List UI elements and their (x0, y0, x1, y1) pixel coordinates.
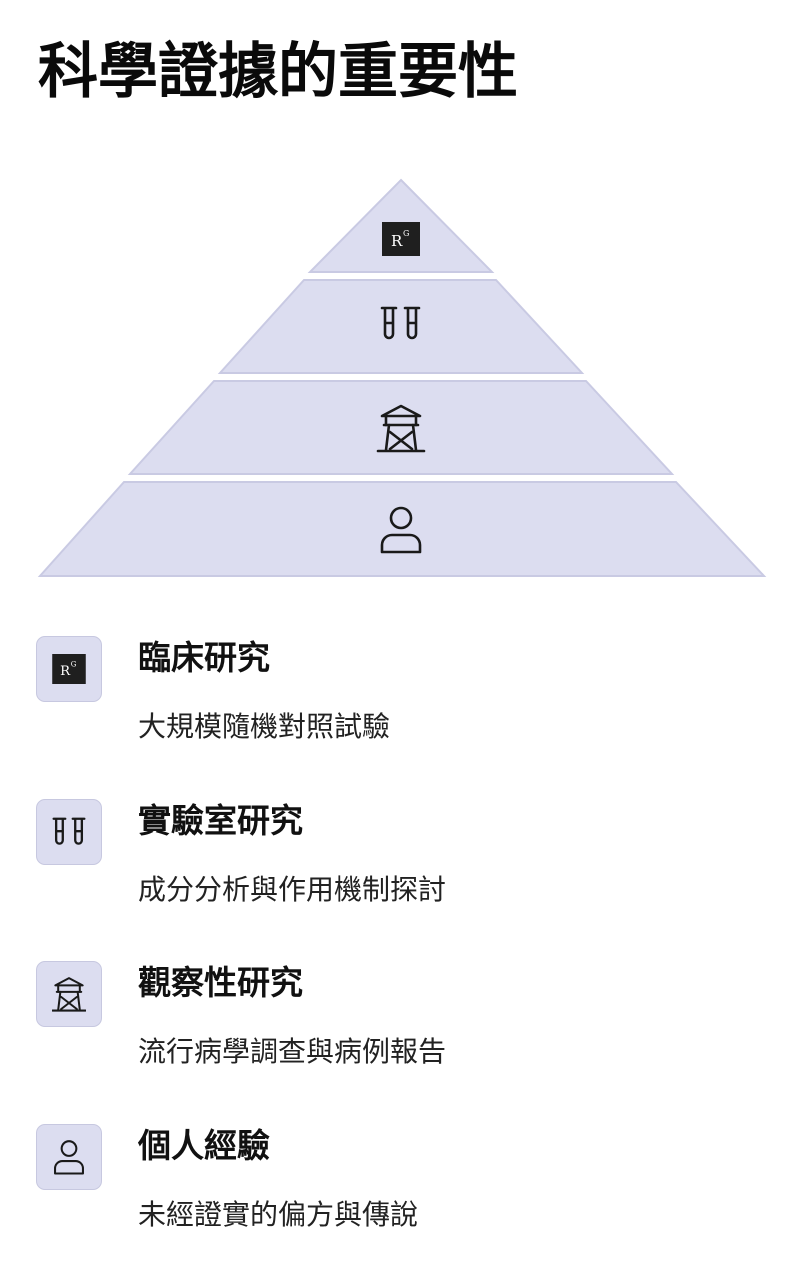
person-icon (380, 506, 422, 554)
legend-title: 個人經驗 (138, 1126, 270, 1165)
legend-title: 臨床研究 (138, 638, 270, 677)
svg-text:G: G (71, 659, 77, 668)
evidence-pyramid: R G (37, 178, 767, 577)
watchtower-icon (52, 977, 86, 1012)
page-title: 科學證據的重要性 (38, 37, 518, 107)
svg-text:G: G (403, 229, 409, 238)
pyramid-tier-shape (217, 279, 585, 374)
legend-description: 未經證實的偏方與傳說 (138, 1198, 419, 1231)
legend-description: 大規模隨機對照試驗 (138, 710, 391, 743)
legend-icon-box (36, 961, 102, 1027)
legend-title: 觀察性研究 (138, 963, 303, 1002)
rg-badge-icon: R G (382, 222, 420, 256)
pyramid-tier-laboratory (217, 279, 585, 374)
pyramid-tier-clinical: R G (307, 178, 495, 273)
legend-item-laboratory: 實驗室研究 成分分析與作用機制探討 (36, 799, 776, 929)
legend-item-observational: 觀察性研究 流行病學調查與病例報告 (36, 961, 776, 1091)
pyramid-tier-shape (127, 380, 675, 475)
legend-icon-box: R G (36, 636, 102, 702)
test-tubes-icon (380, 306, 421, 340)
watchtower-icon (376, 404, 426, 453)
legend-description: 流行病學調查與病例報告 (138, 1035, 447, 1068)
legend-icon-box (36, 799, 102, 865)
svg-text:R: R (391, 232, 403, 250)
legend-description: 成分分析與作用機制探討 (138, 873, 447, 906)
legend-icon-box (36, 1124, 102, 1190)
svg-text:R: R (60, 664, 71, 679)
pyramid-tier-observational (127, 380, 675, 475)
test-tubes-icon (52, 817, 86, 845)
rg-badge-icon: R G (52, 654, 86, 684)
legend-title: 實驗室研究 (138, 801, 303, 840)
person-icon (54, 1140, 84, 1175)
legend-item-personal: 個人經驗 未經證實的偏方與傳說 (36, 1124, 776, 1254)
pyramid-tier-personal (37, 481, 767, 577)
legend-item-clinical: R G 臨床研究 大規模隨機對照試驗 (36, 636, 776, 766)
